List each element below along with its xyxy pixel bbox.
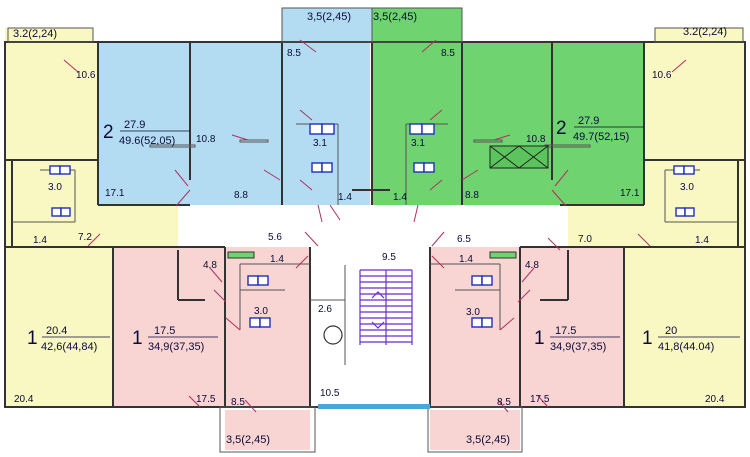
balcony-area-label: 3,5(2,45) [226, 434, 270, 446]
stove-icon [227, 251, 255, 259]
room-area-label: 8.5 [231, 397, 245, 408]
total-area: 49.6(52,05) [119, 135, 175, 147]
balconies [7, 7, 744, 453]
total-area: 41,8(44.04) [658, 341, 714, 353]
ventilation-shaft-icon [489, 145, 549, 169]
apartment-right-pink-fill [430, 247, 624, 450]
room-area-label: 3.0 [680, 182, 694, 193]
room-area-label: 6.5 [457, 234, 471, 245]
living-area: 27.9 [578, 115, 599, 127]
room-area-label: 4.8 [203, 260, 217, 271]
room-area-label: 8.5 [497, 397, 511, 408]
room-area-label: 1.4 [270, 254, 284, 265]
room-area-label: 1.4 [338, 192, 352, 203]
room-count: 1 [642, 328, 653, 349]
room-count: 1 [132, 328, 143, 349]
room-area-label: 10.8 [526, 134, 546, 145]
room-area-label: 1.4 [33, 235, 47, 246]
room-area-label: 17.5 [530, 394, 550, 405]
balcony-top-green-fill [372, 8, 462, 42]
room-area-label: 17.5 [196, 394, 216, 405]
room-count: 1 [27, 328, 38, 349]
room-area-label: 20.4 [705, 394, 725, 405]
balcony-area-label: 3.2(2,24) [683, 26, 727, 38]
apartment-summary-blue: 2 27.9 49.6(52,05) [103, 119, 190, 147]
room-count: 2 [556, 118, 567, 139]
balcony-area-label: 3,5(2,45) [373, 11, 417, 23]
apartment-summary-right-pink: 1 17.5 34,9(37,35) [534, 325, 620, 353]
apartment-summary-left-pink: 1 17.5 34,9(37,35) [132, 325, 218, 353]
living-area: 20.4 [46, 325, 67, 337]
plumbing-fixtures [49, 123, 695, 328]
room-count: 2 [103, 122, 114, 143]
room-area-label: 1.4 [393, 192, 407, 203]
total-area: 49.7(52,15) [573, 131, 629, 143]
living-area: 27.9 [124, 119, 145, 131]
room-area-label: 17.1 [105, 188, 125, 199]
room-area-label: 2.6 [318, 304, 332, 315]
room-area-label: 20.4 [14, 394, 34, 405]
room-area-label: 7.0 [578, 234, 592, 245]
total-area: 34,9(37,35) [148, 341, 204, 353]
room-area-label: 3.1 [313, 138, 327, 149]
room-area-label: 10.6 [76, 70, 96, 81]
corridor-window [318, 404, 430, 409]
room-area-label: 7.2 [78, 232, 92, 243]
room-area-label: 8.8 [465, 190, 479, 201]
room-area-label: 5.6 [268, 232, 282, 243]
balcony-top-blue-fill [282, 8, 372, 42]
room-count: 1 [534, 328, 545, 349]
apartment-summary-green: 2 27.9 49.7(52,15) [556, 115, 644, 143]
room-area-label: 10.6 [652, 70, 672, 81]
balcony-area-label: 3,5(2,45) [307, 11, 351, 23]
apartment-summary-left-yellow: 1 20.4 42,6(44,84) [27, 325, 110, 353]
room-area-label: 1.4 [459, 254, 473, 265]
staircase [359, 269, 413, 345]
room-area-label: 3.0 [48, 182, 62, 193]
room-area-label: 8.8 [234, 190, 248, 201]
total-area: 34,9(37,35) [550, 341, 606, 353]
room-area-label: 17.1 [620, 188, 640, 199]
balcony-area-label: 3.2(2,24) [13, 28, 57, 40]
room-area-label: 10.5 [320, 388, 340, 399]
room-area-label: 8.5 [287, 48, 301, 59]
apartment-summary-right-yellow: 1 20 41,8(44.04) [642, 325, 740, 353]
room-area-label: 9.5 [382, 252, 396, 263]
door-swings [63, 39, 687, 413]
stove-icon [489, 251, 517, 259]
room-area-label: 4.8 [525, 260, 539, 271]
room-area-label: 3.0 [254, 306, 268, 317]
room-area-label: 3.1 [411, 138, 425, 149]
elevator-symbol [323, 325, 343, 345]
room-area-label: 1.4 [695, 235, 709, 246]
room-area-labels: 3,5(2,45) 3,5(2,45) 3.2(2,24) 3.2(2,24) … [13, 11, 727, 446]
room-area-label: 3.0 [466, 307, 480, 318]
total-area: 42,6(44,84) [41, 341, 97, 353]
room-area-label: 8.5 [441, 48, 455, 59]
balcony-area-label: 3,5(2,45) [466, 434, 510, 446]
living-area: 20 [665, 325, 677, 337]
living-area: 17.5 [555, 325, 576, 337]
room-area-label: 10.8 [196, 134, 216, 145]
living-area: 17.5 [154, 325, 175, 337]
